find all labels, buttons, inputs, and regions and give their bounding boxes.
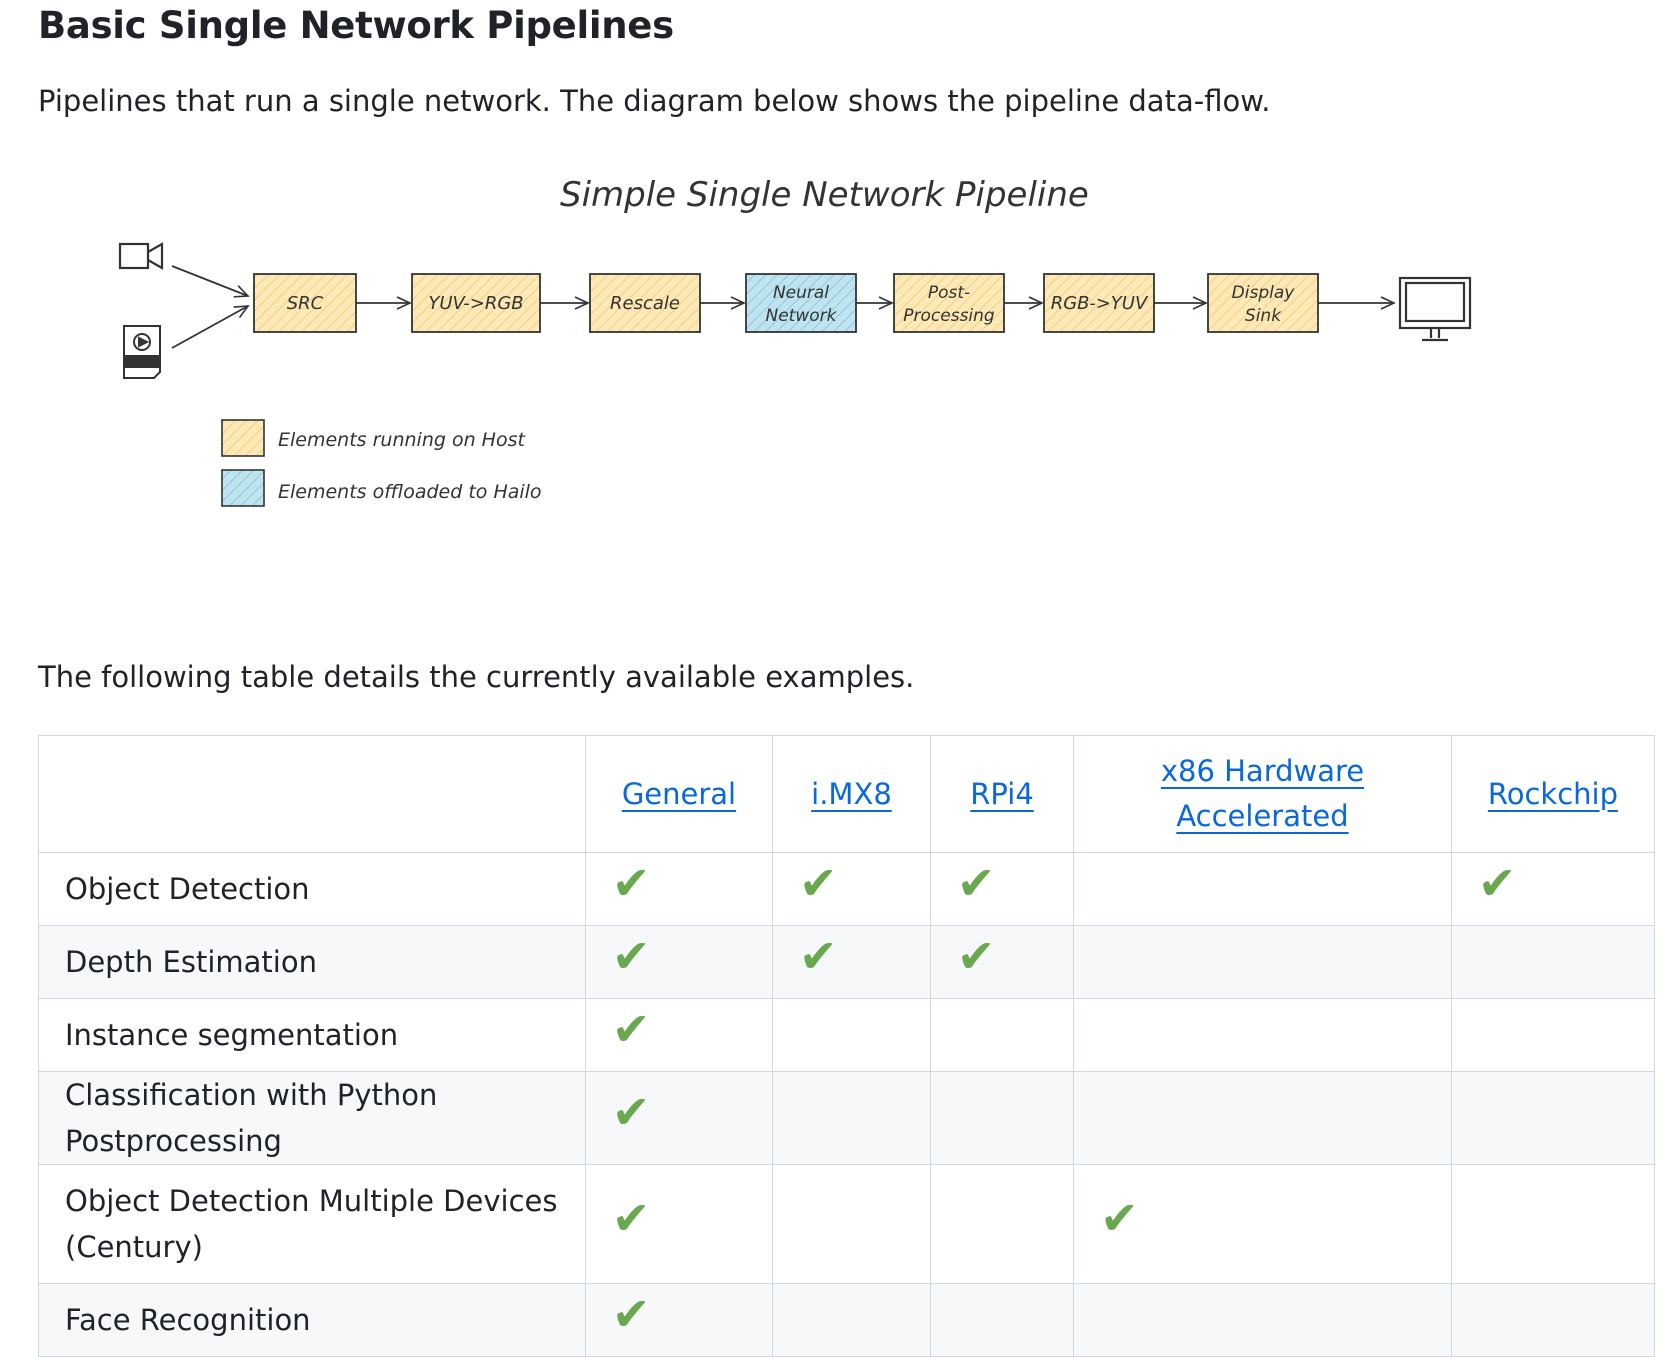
row-label: Depth Estimation (38, 925, 586, 999)
legend-host-label: Elements running on Host (278, 429, 526, 451)
cell-general: ✔ (584, 1283, 774, 1357)
mpeg-file-icon (123, 325, 161, 379)
cell-general: ✔ (584, 1164, 774, 1284)
stage-label: SRC (287, 293, 324, 314)
cell-rpi4 (929, 998, 1075, 1072)
check-icon: ✔ (799, 929, 838, 983)
cell-imx8: ✔ (772, 852, 931, 926)
cell-rpi4: ✔ (929, 925, 1075, 999)
cell-rpi4 (929, 1283, 1075, 1357)
legend-host-swatch (221, 419, 265, 457)
table-intro: The following table details the currentl… (38, 660, 915, 694)
cell-x86: ✔ (1073, 1164, 1452, 1284)
section-heading: Basic Single Network Pipelines (38, 4, 674, 47)
cell-general: ✔ (584, 925, 774, 999)
header-general: General (584, 735, 774, 853)
table-row: Classification with Python Postprocessin… (38, 1071, 1656, 1165)
row-label: Object Detection (38, 852, 586, 926)
monitor-icon (1398, 276, 1472, 342)
cell-rockchip (1450, 1164, 1656, 1284)
check-icon: ✔ (611, 1191, 651, 1245)
legend-hailo-swatch (221, 469, 265, 507)
legend-hailo-label: Elements offloaded to Hailo (278, 481, 542, 503)
cell-general: ✔ (584, 998, 774, 1072)
cell-rockchip (1450, 925, 1656, 999)
stage-label: Display (1232, 283, 1296, 303)
stage-label: Network (766, 306, 838, 326)
link-rockchip[interactable]: Rockchip (1487, 776, 1618, 811)
cell-rockchip: ✔ (1450, 852, 1656, 926)
stage-label: Sink (1245, 306, 1282, 326)
check-icon: ✔ (1100, 1191, 1139, 1245)
stage-label: Rescale (610, 293, 680, 314)
stage-label: RGB->YUV (1051, 293, 1149, 314)
row-label: Classification with Python Postprocessin… (38, 1071, 586, 1165)
check-icon: ✔ (956, 929, 996, 983)
cell-general: ✔ (584, 852, 774, 926)
link-imx8[interactable]: i.MX8 (811, 776, 892, 811)
cell-imx8 (772, 1164, 931, 1284)
cell-imx8 (772, 998, 931, 1072)
intro-paragraph: Pipelines that run a single network. The… (38, 84, 1271, 118)
cell-x86 (1073, 925, 1452, 999)
camera-icon (118, 242, 164, 270)
stage-label: YUV->RGB (428, 293, 523, 314)
cell-x86 (1073, 998, 1452, 1072)
header-rockchip: Rockchip (1450, 735, 1656, 853)
cell-x86 (1073, 1283, 1452, 1357)
table-row: Depth Estimation ✔ ✔ ✔ (38, 925, 1656, 999)
check-icon: ✔ (611, 1287, 651, 1341)
cell-rockchip (1450, 1071, 1656, 1165)
stage-label: Neural (773, 283, 829, 303)
legend: Elements running on Host Elements offloa… (221, 419, 542, 507)
diagram-title: Simple Single Network Pipeline (560, 175, 1089, 215)
cell-general: ✔ (584, 1071, 774, 1165)
cell-rpi4 (929, 1164, 1075, 1284)
pipeline-diagram: Simple Single Network Pipeline SRC YUV->R… (78, 170, 1608, 590)
check-icon: ✔ (611, 929, 651, 983)
check-icon: ✔ (799, 856, 838, 910)
check-icon: ✔ (611, 1002, 651, 1056)
cell-x86 (1073, 1071, 1452, 1165)
header-empty (38, 735, 586, 853)
stage-box (1207, 273, 1319, 333)
header-imx8: i.MX8 (772, 735, 931, 853)
check-icon: ✔ (611, 856, 651, 910)
link-general[interactable]: General (621, 776, 737, 811)
check-icon: ✔ (956, 856, 996, 910)
check-icon: ✔ (1477, 856, 1517, 910)
cell-imx8: ✔ (772, 925, 931, 999)
check-icon: ✔ (611, 1085, 651, 1139)
table-row: Face Recognition ✔ (38, 1283, 1656, 1357)
cell-imx8 (772, 1071, 931, 1165)
cell-imx8 (772, 1283, 931, 1357)
stage-label: Processing (903, 306, 995, 326)
cell-rockchip (1450, 1283, 1656, 1357)
cell-x86 (1073, 852, 1452, 926)
table-row: Object Detection Multiple Devices(Centur… (38, 1164, 1656, 1284)
table-row: Instance segmentation ✔ (38, 998, 1656, 1072)
stage-box (893, 273, 1005, 333)
row-label: Face Recognition (38, 1283, 586, 1357)
cell-rockchip (1450, 998, 1656, 1072)
stage-label: Post- (928, 283, 970, 303)
cell-rpi4: ✔ (929, 852, 1075, 926)
header-rpi4: RPi4 (929, 735, 1075, 853)
cell-rpi4 (929, 1071, 1075, 1165)
row-label: Object Detection Multiple Devices(Centur… (38, 1164, 586, 1284)
link-rpi4[interactable]: RPi4 (970, 776, 1034, 811)
table-row: Object Detection ✔ ✔ ✔ ✔ (38, 852, 1656, 926)
row-label: Instance segmentation (38, 998, 586, 1072)
